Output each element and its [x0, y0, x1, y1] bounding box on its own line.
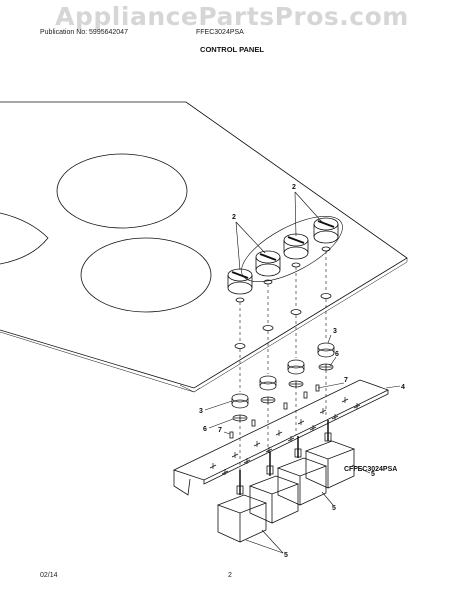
- callout-6-lower: 6: [203, 426, 207, 433]
- burner-front: [80, 237, 212, 313]
- shaft-holes: [234, 246, 332, 349]
- control-knobs: [227, 217, 339, 295]
- knob-1: [227, 268, 253, 295]
- callout-3-upper: 3: [333, 328, 337, 335]
- knob-2: [255, 250, 281, 277]
- callout-6-upper: 6: [335, 351, 339, 358]
- burner-elements: [0, 153, 212, 313]
- callout-5-bottom: 5: [284, 552, 288, 559]
- switch-4: [304, 420, 356, 489]
- callout-7-left: 7: [218, 427, 222, 434]
- callout-5-right: 5: [371, 471, 375, 478]
- knob-3: [283, 233, 309, 260]
- spring-clips: [232, 363, 334, 422]
- cooktop-glass: [0, 101, 408, 393]
- switch-2: [248, 452, 300, 524]
- callout-4: 4: [401, 384, 405, 391]
- switch-3: [276, 436, 328, 506]
- infinite-switches: [216, 420, 356, 543]
- callout-leaders: [204, 191, 401, 554]
- callout-3-lower: 3: [199, 408, 203, 415]
- screws: [229, 384, 320, 439]
- mounting-bracket: [172, 379, 390, 496]
- switch-1: [216, 470, 268, 543]
- watermark: AppliancePartsPros.com: [55, 2, 409, 31]
- callout-5-middle: 5: [332, 505, 336, 512]
- page-title: CONTROL PANEL: [200, 45, 264, 54]
- knob-recess: [241, 216, 343, 282]
- knob-4: [313, 217, 339, 244]
- callout-2-upper: 2: [292, 184, 296, 191]
- burner-rear-left: [56, 153, 188, 229]
- page-number: 2: [228, 572, 232, 579]
- assembly-leaders: [239, 251, 327, 470]
- callout-7-right: 7: [344, 377, 348, 384]
- bezels: [231, 342, 335, 409]
- callout-labels: 2 2 3 6 4 3 6 7 7 5 5 5: [199, 184, 405, 559]
- model-number: FFEC3024PSA: [196, 29, 244, 36]
- burner-left-partial: [0, 212, 49, 265]
- drawing-code: CFFEC3024PSA: [344, 466, 398, 473]
- footer-date: 02/14: [40, 572, 58, 579]
- callout-2-lower: 2: [232, 214, 236, 221]
- publication-number: Publication No: 5995642047: [40, 29, 128, 36]
